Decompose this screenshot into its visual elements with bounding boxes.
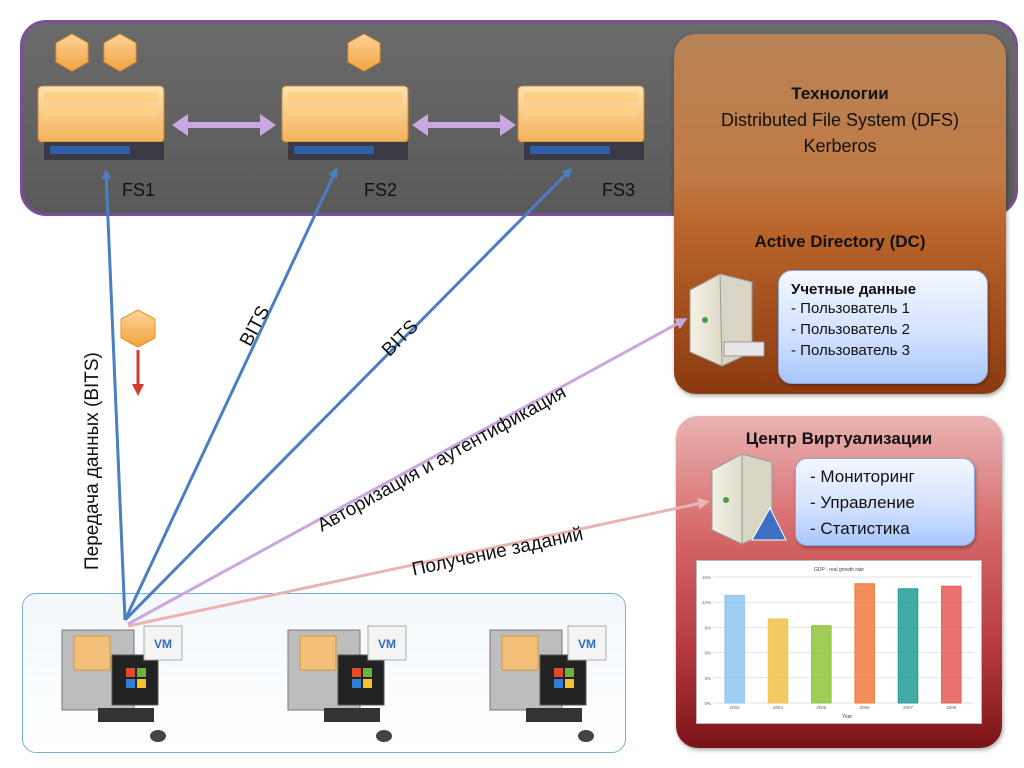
chart-xtick-label: 2008 [946,705,957,710]
chart-canvas: GDP - real growth rate Year 0% 3% 6% 9% 12% 1… [702,567,973,720]
domain-controller-icon [689,273,765,367]
credential-user-3: - Пользователь 3 [791,342,911,359]
technology-kerberos: Kerberos [803,136,877,156]
chart-bar [811,625,832,704]
chart-bar [724,594,745,704]
server-fs2-icon [281,85,409,160]
technology-dfs: Distributed File System (DFS) [720,110,960,130]
vm-badge-3: VM [578,637,596,651]
chart-xtick-label: 2004 [773,705,784,710]
credential-user-1: - Пользователь 1 [791,300,911,317]
technologies-title: Технологии [791,84,889,103]
chart-bar [854,583,875,704]
chart-bar [941,585,962,704]
chart-ytick-label: 15% [702,575,711,580]
vm-workstation-3-icon [489,625,607,742]
server-label-fs3: FS3 [602,180,636,200]
vm-badge-2: VM [378,637,396,651]
replication-arrow-fs2-fs3 [412,114,516,136]
virtualization-features: - Мониторинг - Управление - Статистика [795,458,975,546]
credentials-title: Учетные данные [791,281,917,298]
credential-user-2: - Пользователь 2 [791,321,911,338]
download-cube-icon [120,309,156,396]
chart-ytick-label: 12% [702,600,711,605]
bits-arrow-fs2 [123,167,338,621]
statistics-chart: GDP - real growth rate Year 0% 3% 6% 9% 12% 1… [696,560,982,724]
server-fs1-icon [37,85,165,160]
feature-management: - Управление [810,493,915,512]
auth-arrow [127,318,688,626]
tasks-arrow [127,497,710,628]
chart-ytick-label: 3% [704,676,711,681]
credentials-box: Учетные данные - Пользователь 1 - Пользо… [778,270,988,384]
chart-xtick-label: 2005 [816,705,827,710]
chart-bar [897,588,919,704]
vm-badge-1: VM [154,637,172,651]
chart-xtick-label: 2006 [860,705,871,710]
server-fs3-icon [517,85,645,160]
server-label-fs2: FS2 [364,180,398,200]
chart-xlabel: Year [842,714,852,720]
chart-xtick-label: 2003 [730,705,741,710]
vm-workstation-2-icon [287,625,407,742]
data-cube-icon [55,33,381,72]
chart-xtick-label: 2007 [903,705,914,710]
chart-ytick-label: 0% [704,701,711,706]
chart-title: GDP - real growth rate [814,567,864,573]
virtualization-center-title: Центр Виртуализации [745,429,933,448]
server-label-fs1: FS1 [122,180,156,200]
active-directory-title: Active Directory (DC) [754,232,926,251]
chart-ytick-label: 9% [704,625,711,630]
data-transfer-label: Передача данных (BITS) [82,352,103,570]
chart-ytick-label: 6% [704,651,711,656]
virtualization-server-icon [711,453,787,545]
replication-arrow-fs1-fs2 [172,114,276,136]
vm-workstation-1-icon [61,625,183,742]
chart-bar [767,618,789,704]
bits-arrow-fs3 [123,167,573,622]
feature-monitoring: - Мониторинг [810,467,915,486]
feature-statistics: - Статистика [810,519,910,538]
bits-arrow-fs1 [101,169,127,621]
